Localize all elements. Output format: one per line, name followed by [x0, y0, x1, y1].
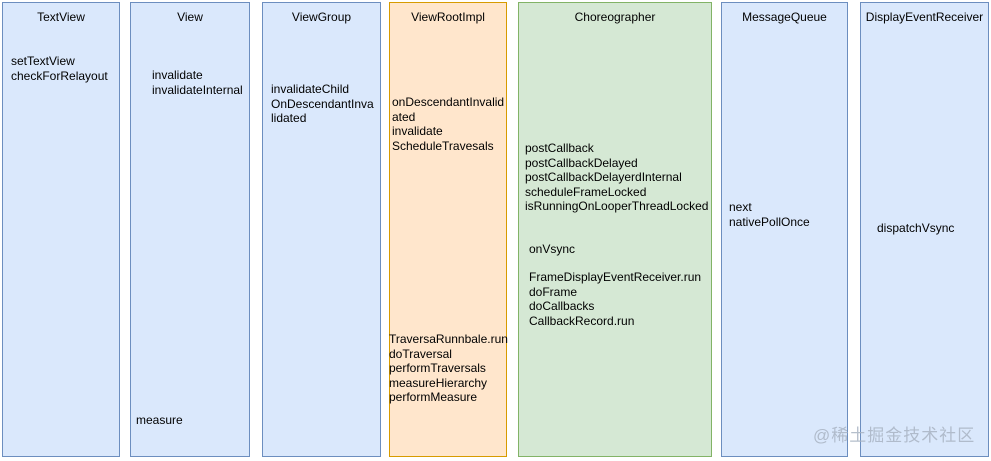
lane-messagequeue: MessageQueue	[721, 2, 848, 457]
watermark: @稀土掘金技术社区	[813, 426, 976, 445]
viewrootimpl-invalidate-methods: onDescendantInvalid ated invalidate Sche…	[392, 95, 505, 153]
lane-title-messagequeue: MessageQueue	[742, 10, 827, 24]
choreographer-postcallback-methods: postCallback postCallbackDelayed postCal…	[525, 141, 709, 214]
viewrootimpl-traversal-methods: TraversaRunnbale.run doTraversal perform…	[389, 332, 508, 405]
lane-title-viewrootimpl: ViewRootImpl	[411, 10, 485, 24]
textview-methods: setTextView checkForRelayout	[11, 54, 108, 83]
lane-title-textview: TextView	[37, 10, 85, 24]
view-invalidate-methods: invalidate invalidateInternal	[152, 68, 243, 97]
viewgroup-methods: invalidateChild OnDescendantInva lidated	[271, 82, 374, 126]
lane-displayeventreceiver: DisplayEventReceiver	[860, 2, 989, 457]
lane-title-view: View	[177, 10, 203, 24]
lane-viewgroup: ViewGroup	[262, 2, 381, 457]
choreographer-doframe-methods: FrameDisplayEventReceiver.run doFrame do…	[529, 270, 702, 328]
lane-view: View	[130, 2, 250, 457]
messagequeue-methods: next nativePollOnce	[729, 200, 810, 229]
view-measure-method: measure	[136, 413, 183, 427]
lane-choreographer: Choreographer	[518, 2, 712, 457]
lane-title-viewgroup: ViewGroup	[291, 10, 352, 24]
displayeventreceiver-method: dispatchVsync	[877, 221, 955, 235]
choreographer-onvsync-method: onVsync	[529, 242, 576, 256]
lane-title-choreographer: Choreographer	[574, 10, 656, 24]
lane-textview: TextView	[2, 2, 120, 457]
lane-viewrootimpl: ViewRootImpl	[389, 2, 507, 457]
lane-title-displayeventreceiver: DisplayEventReceiver	[865, 10, 984, 24]
